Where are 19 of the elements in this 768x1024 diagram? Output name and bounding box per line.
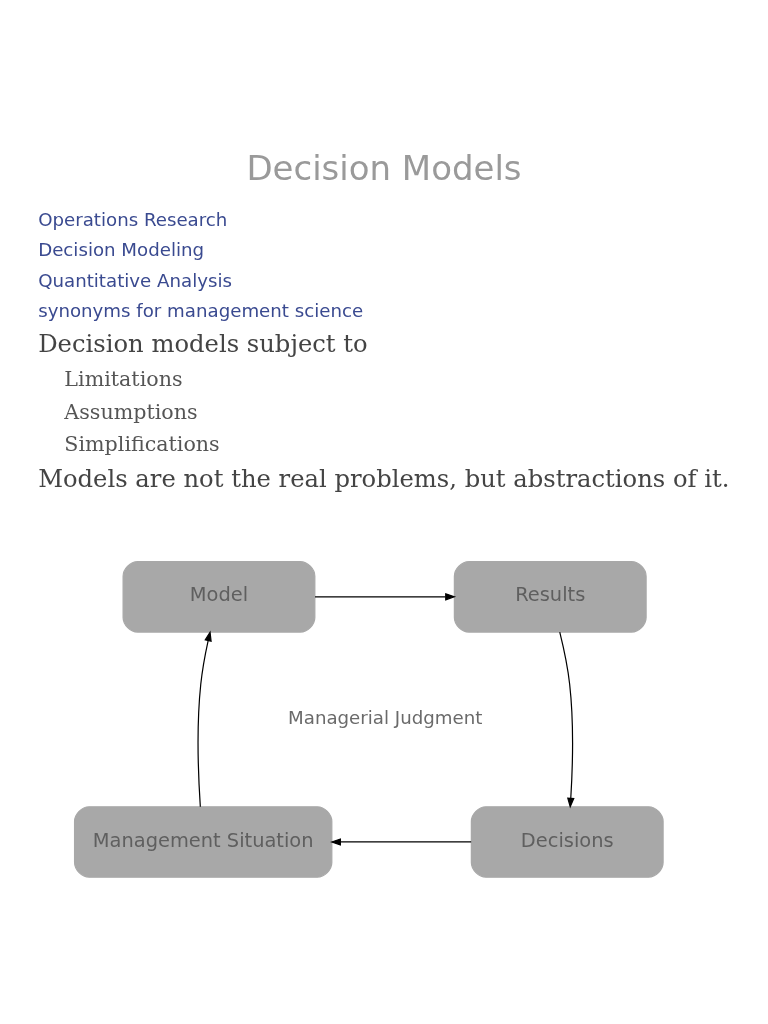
label: Managerial Judgment bbox=[288, 706, 483, 728]
node-box: Results bbox=[453, 560, 647, 633]
arrow bbox=[197, 629, 212, 807]
label: Quantitative Analysis bbox=[38, 269, 233, 291]
label: Simplifications bbox=[64, 431, 220, 456]
node-box: Decisions bbox=[470, 805, 664, 878]
diagram-title: Decision Models bbox=[246, 147, 522, 188]
label: Models are not the real problems, but abstractions of it. bbox=[38, 463, 730, 493]
arrow bbox=[330, 837, 472, 846]
label: Decision Modeling bbox=[38, 238, 205, 260]
label: synonyms for management science bbox=[38, 299, 364, 321]
arrow bbox=[559, 631, 575, 809]
arrow bbox=[314, 592, 457, 601]
label: Limitations bbox=[64, 366, 183, 391]
label: Assumptions bbox=[64, 399, 198, 424]
node-box: Management Situation bbox=[73, 805, 333, 878]
node-box: Model bbox=[122, 560, 316, 633]
label: Decision models subject to bbox=[38, 328, 368, 358]
label: Operations Research bbox=[38, 208, 228, 230]
